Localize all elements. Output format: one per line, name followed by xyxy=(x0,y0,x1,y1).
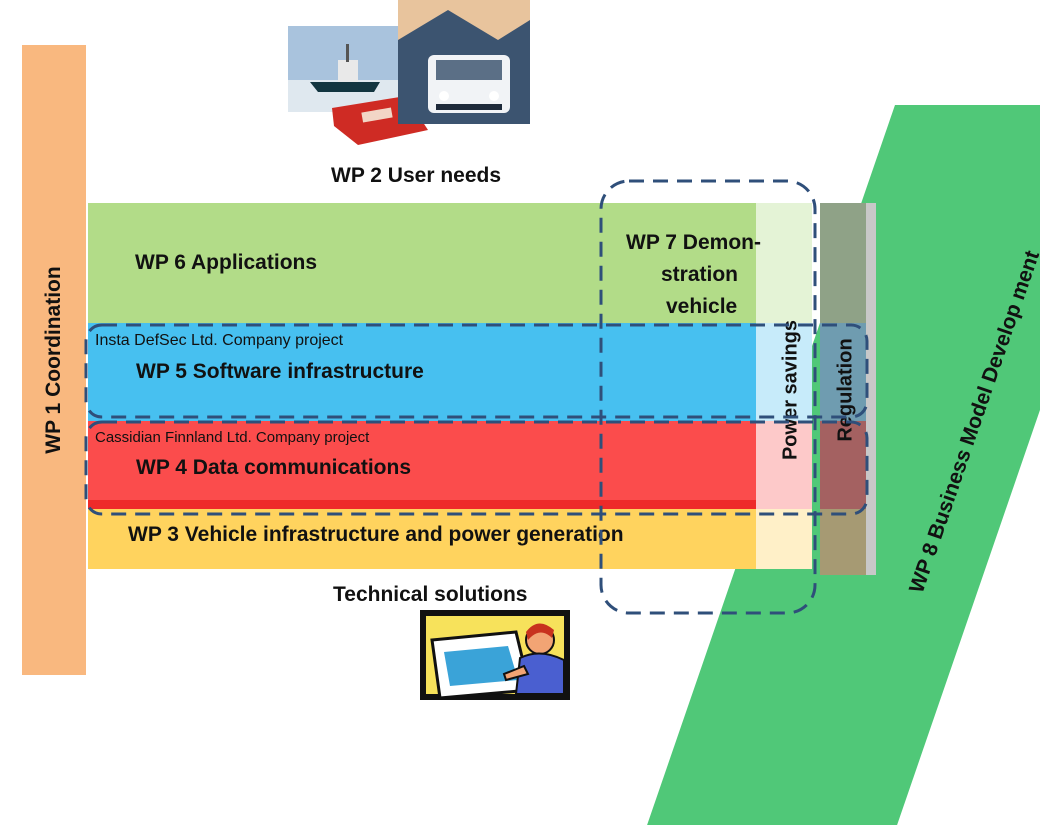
wp7-dashed-outline xyxy=(599,179,817,615)
technical-solutions-label: Technical solutions xyxy=(333,583,528,606)
wp5-dashed-outline xyxy=(84,323,869,419)
regulation-col-wp5 xyxy=(820,323,866,421)
power-savings-col-wp4 xyxy=(756,421,812,509)
wp2-label: WP 2 User needs xyxy=(331,164,502,187)
wp7-label-line3: vehicle xyxy=(666,295,738,318)
dashed-outlines xyxy=(84,179,869,615)
wp5-label: WP 5 Software infrastructure xyxy=(136,360,424,383)
wp4-company-label: Cassidian Finnland Ltd. Company project xyxy=(95,429,370,446)
wp6-label: WP 6 Applications xyxy=(135,251,318,274)
user-needs-photo-icon xyxy=(288,0,530,145)
power-savings-col-wp3 xyxy=(756,509,812,569)
regulation-shadow xyxy=(866,203,876,575)
regulation-col-wp4 xyxy=(820,421,866,509)
engineer-clipart-icon xyxy=(420,610,570,700)
wp5-company-label: Insta DefSec Ltd. Company project xyxy=(95,332,344,349)
power-savings-col-wp6 xyxy=(756,203,812,323)
wp3-label: WP 3 Vehicle infrastructure and power ge… xyxy=(128,523,624,546)
wp4-band xyxy=(88,421,756,509)
regulation-col-wp3 xyxy=(820,509,866,575)
wp4-dashed-outline xyxy=(84,420,869,516)
wp4-label: WP 4 Data communications xyxy=(136,456,412,479)
wp1-coordination-bar: WP 1 Coordination xyxy=(22,45,86,675)
power-savings-col-wp5 xyxy=(756,323,812,421)
regulation-col-wp6 xyxy=(820,203,866,323)
wp7-label-line1: WP 7 Demon- xyxy=(626,231,761,254)
wp4-band-edge xyxy=(88,500,756,509)
wp7-label-line2: stration xyxy=(661,263,739,286)
wp5-band xyxy=(88,323,756,421)
wp3-band xyxy=(88,509,756,569)
wp6-band xyxy=(88,203,756,323)
